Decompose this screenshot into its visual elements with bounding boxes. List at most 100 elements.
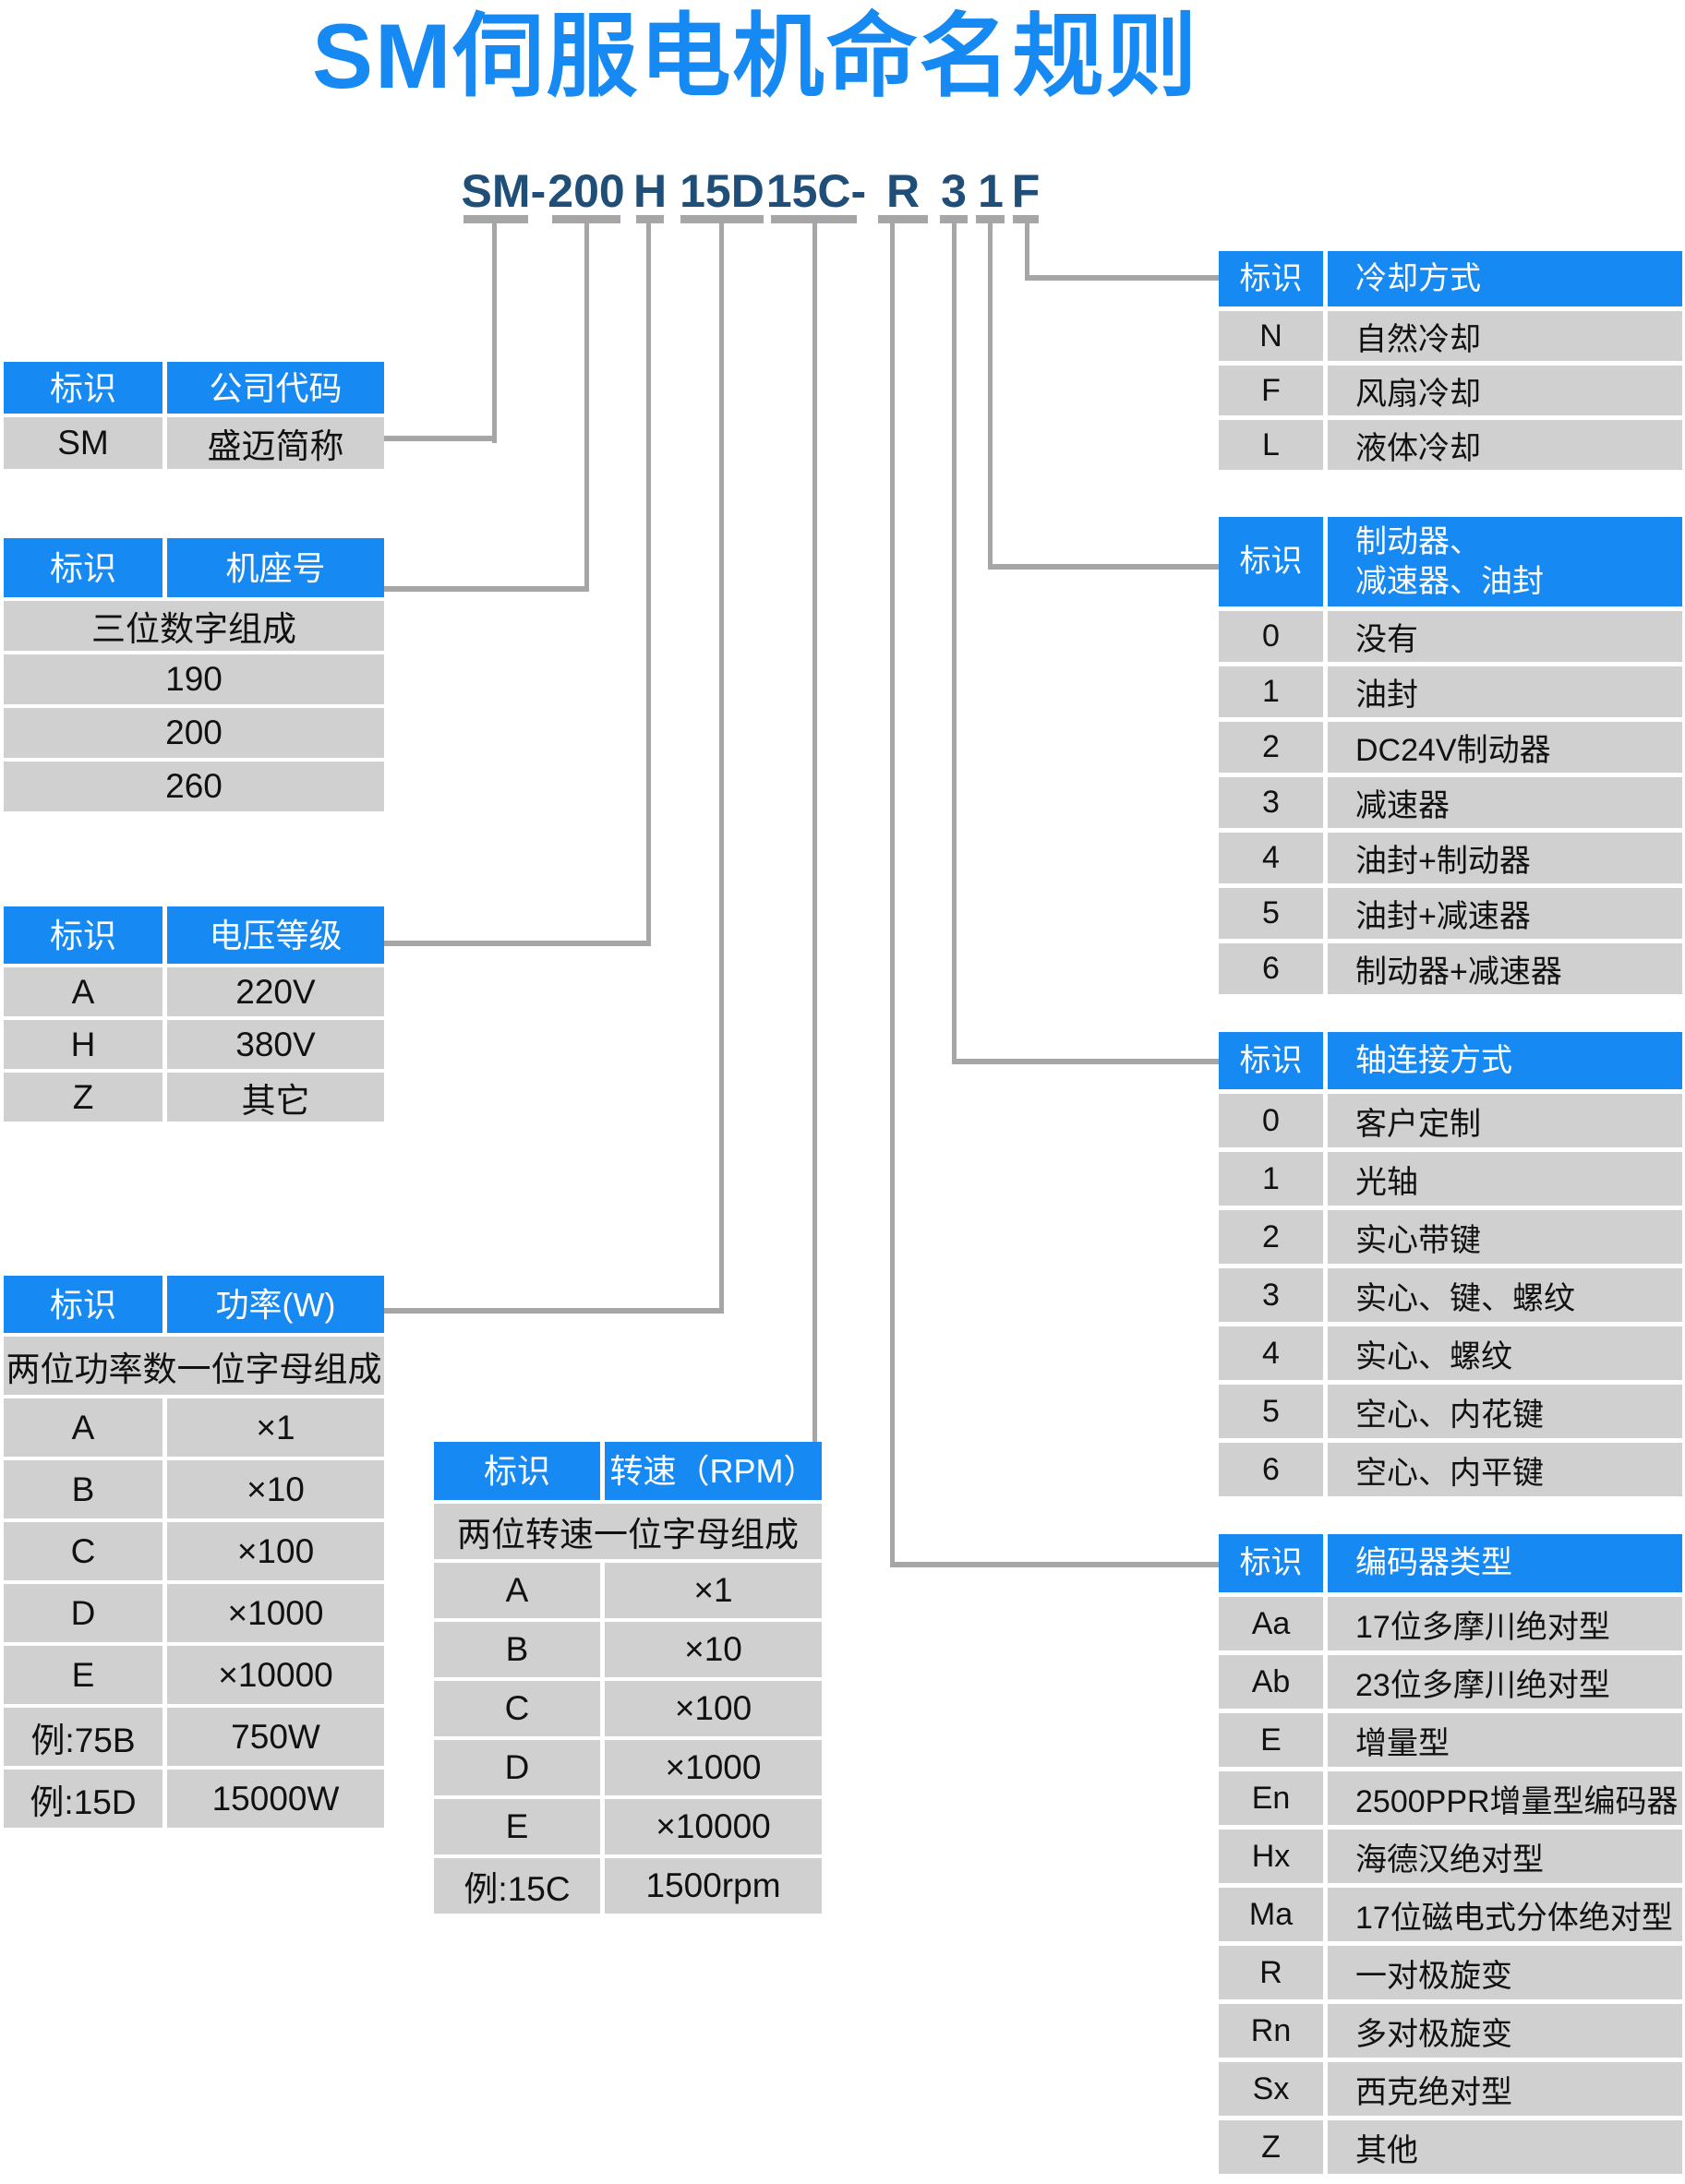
- code-cell: 3: [1219, 1268, 1323, 1322]
- page-title: SM伺服电机命名规则: [312, 5, 1199, 107]
- value-cell: 风扇冷却: [1328, 366, 1682, 415]
- code-cell: Sx: [1219, 2062, 1323, 2116]
- table-row: C×100: [4, 1522, 384, 1580]
- connector-sm-vertical: [492, 220, 497, 443]
- value-cell: 17位磁电式分体绝对型: [1328, 1888, 1682, 1941]
- code-cell: L: [1219, 420, 1323, 470]
- row-note: 200: [4, 708, 384, 758]
- value-cell: ×100: [605, 1681, 822, 1736]
- value-cell: 750W: [167, 1708, 384, 1766]
- voltage-header-row: 标识电压等级: [4, 906, 384, 964]
- table-row: 200: [4, 708, 384, 758]
- underline-bar-200: [552, 215, 620, 223]
- code-cell: 2: [1219, 722, 1323, 773]
- code-segment-3: 3: [941, 165, 967, 217]
- connector-r-vertical: [890, 220, 895, 1567]
- speed-header-row: 标识转速（RPM）: [434, 1442, 822, 1500]
- code-cell: B: [4, 1460, 162, 1518]
- table-row: 两位转速一位字母组成: [434, 1504, 822, 1559]
- table-row: 260: [4, 762, 384, 811]
- value-cell: 制动器+减速器: [1328, 943, 1682, 994]
- code-cell: Aa: [1219, 1597, 1323, 1650]
- value-cell: 西克绝对型: [1328, 2062, 1682, 2116]
- code-cell: E: [4, 1646, 162, 1704]
- value-cell: DC24V制动器: [1328, 722, 1682, 773]
- code-cell: 6: [1219, 1443, 1323, 1496]
- connector-15d-vertical: [719, 220, 724, 1314]
- column-header: 编码器类型: [1328, 1534, 1682, 1592]
- code-cell: 5: [1219, 888, 1323, 939]
- row-note: 两位功率数一位字母组成: [4, 1337, 384, 1395]
- value-cell: 15000W: [167, 1770, 384, 1828]
- value-cell: 多对极旋变: [1328, 2004, 1682, 2058]
- code-cell: 0: [1219, 1094, 1323, 1147]
- brake-header-row: 标识制动器、 减速器、油封: [1219, 517, 1682, 606]
- connector-1-horizontal: [988, 564, 1223, 570]
- value-cell: 实心、螺纹: [1328, 1326, 1682, 1380]
- table-row: D×1000: [434, 1740, 822, 1795]
- code-cell: 5: [1219, 1385, 1323, 1438]
- code-cell: A: [434, 1563, 600, 1618]
- value-cell: 实心、键、螺纹: [1328, 1268, 1682, 1322]
- code-cell: E: [1219, 1713, 1323, 1767]
- row-note: 260: [4, 762, 384, 811]
- value-cell: 其他: [1328, 2120, 1682, 2174]
- cooling-header-row: 标识冷却方式: [1219, 251, 1682, 306]
- code-cell: 4: [1219, 1326, 1323, 1380]
- value-cell: ×10000: [605, 1799, 822, 1854]
- value-cell: 没有: [1328, 611, 1682, 662]
- table-row: E×10000: [4, 1646, 384, 1704]
- code-cell: Ab: [1219, 1655, 1323, 1709]
- code-cell: A: [4, 1398, 162, 1457]
- value-cell: ×1: [605, 1563, 822, 1618]
- code-segment-15d: 15D: [680, 165, 764, 217]
- code-cell: En: [1219, 1771, 1323, 1825]
- underline-bar-15c: [771, 215, 857, 223]
- code-cell: 例:15C: [434, 1858, 600, 1914]
- value-cell: 空心、内花键: [1328, 1385, 1682, 1438]
- column-header: 标识: [4, 362, 162, 414]
- connector-h-vertical: [646, 220, 651, 946]
- column-header: 电压等级: [167, 906, 384, 964]
- connector-15d-horizontal: [383, 1308, 724, 1314]
- value-cell: 减速器: [1328, 777, 1682, 828]
- underline-bar-sm: [463, 215, 528, 223]
- table-row: 两位功率数一位字母组成: [4, 1337, 384, 1395]
- code-cell: 例:75B: [4, 1708, 162, 1766]
- table-row: 三位数字组成: [4, 601, 384, 651]
- column-header: 标识: [434, 1442, 600, 1500]
- code-cell: H: [4, 1020, 162, 1069]
- code-cell: E: [434, 1799, 600, 1854]
- column-header: 冷却方式: [1328, 251, 1682, 306]
- row-note: 三位数字组成: [4, 601, 384, 651]
- code-cell: Hx: [1219, 1830, 1323, 1883]
- value-cell: ×10000: [167, 1646, 384, 1704]
- value-cell: 油封+制动器: [1328, 833, 1682, 883]
- code-cell: 6: [1219, 943, 1323, 994]
- connector-1-vertical: [988, 220, 993, 570]
- value-cell: 盛迈简称: [167, 417, 384, 469]
- connector-h-horizontal: [383, 941, 651, 946]
